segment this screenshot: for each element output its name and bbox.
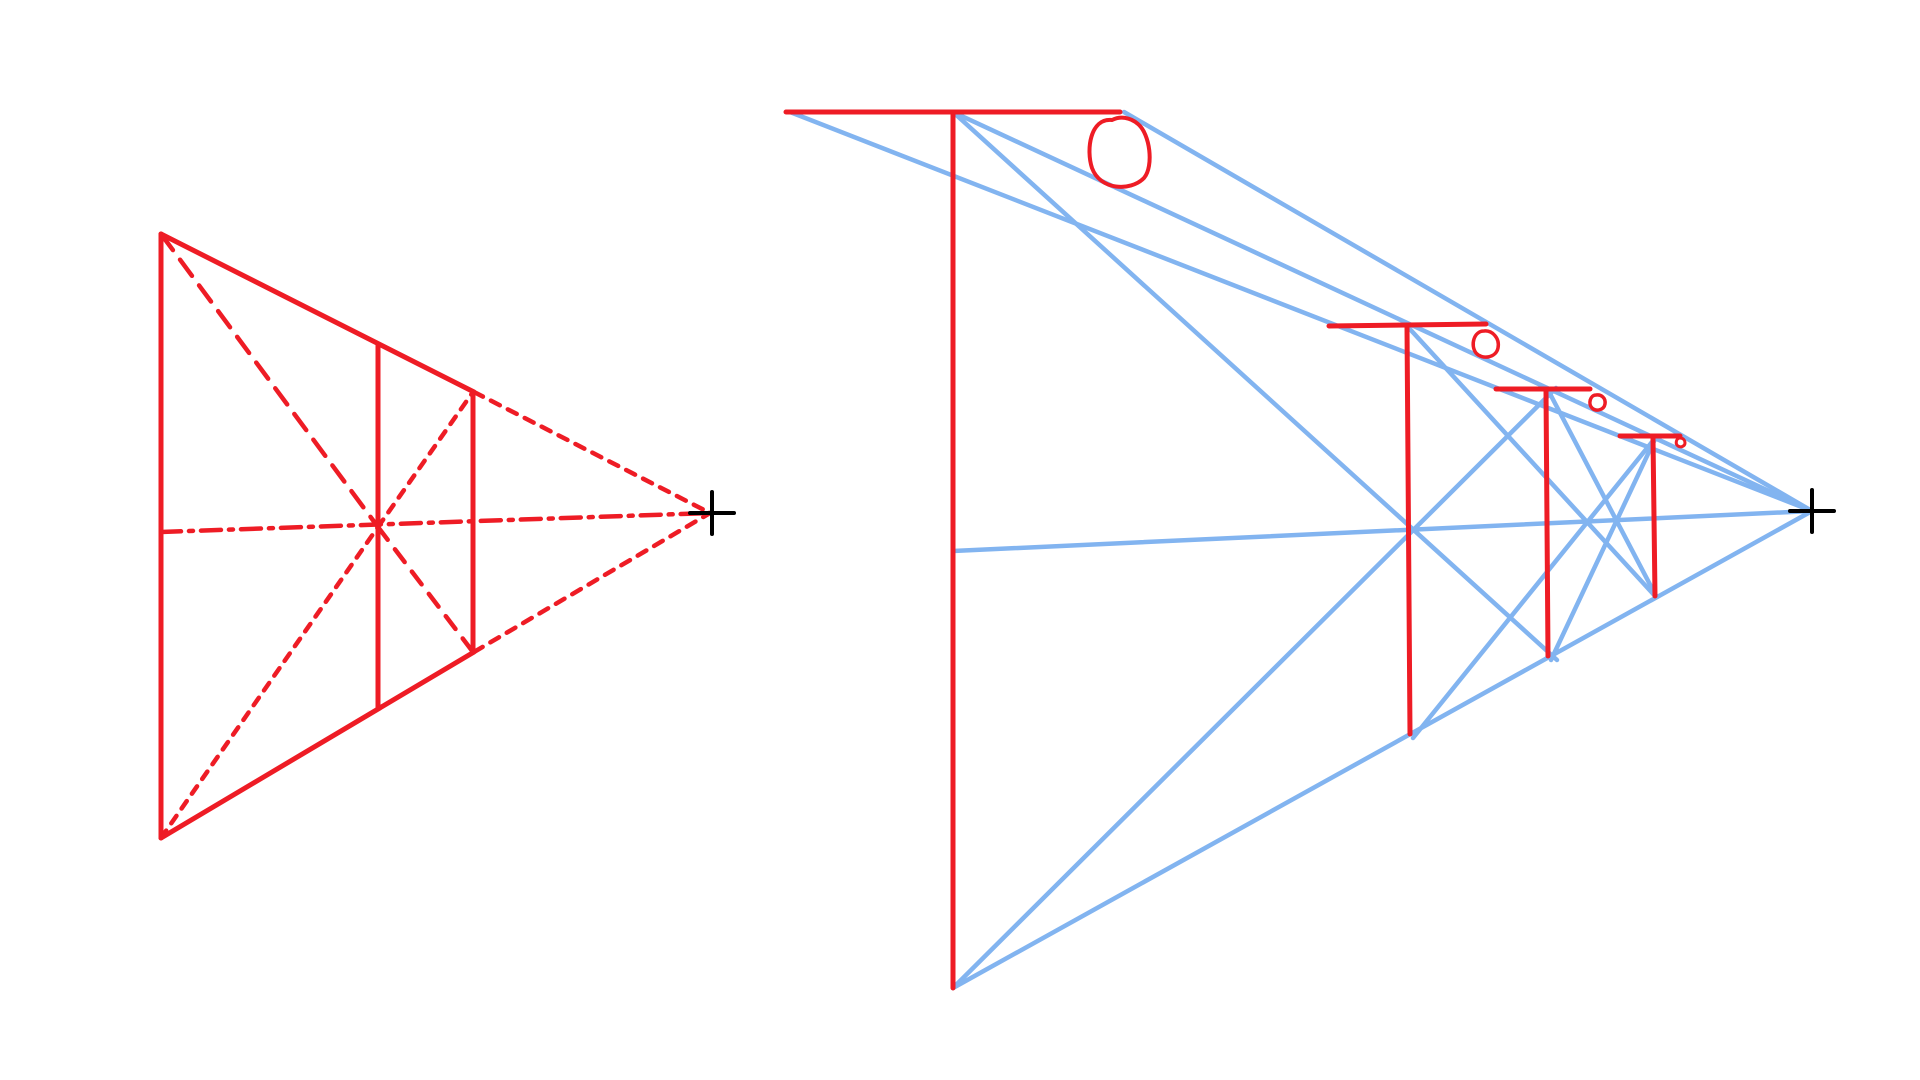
- pole-2-circle: [1471, 329, 1501, 359]
- guide-diagonal-2-down: [1405, 324, 1658, 599]
- guide-middle-to-vp: [950, 508, 1815, 554]
- guide-diagonal-2-up: [1410, 434, 1659, 741]
- bottom-extension: [471, 510, 713, 655]
- top-extension: [471, 389, 713, 516]
- guide-diagonal-3-down: [1544, 385, 1659, 599]
- guide-pole-top-to-vp: [950, 109, 1815, 514]
- pole-4-circle: [1674, 436, 1687, 449]
- guide-crossbar-left-to-vp: [787, 109, 1815, 514]
- pole-4: [1650, 435, 1658, 599]
- top-converging-edge: [158, 231, 477, 395]
- right-guide-lines: [787, 109, 1815, 991]
- diagonal-to-far-top: [375, 389, 476, 530]
- right-vanishing-point-marker: [1788, 488, 1836, 534]
- center-line: [158, 510, 713, 535]
- left-figure: [158, 231, 713, 841]
- diagonal-top-left: [158, 231, 381, 530]
- near-pole-circle: [1087, 115, 1152, 189]
- bottom-converging-edge: [158, 649, 477, 841]
- guide-diagonal-3-up: [1548, 434, 1659, 663]
- guide-crossbar-right-to-vp: [1121, 109, 1815, 514]
- guide-pole-bottom-to-vp: [950, 508, 1815, 991]
- diagonal-bottom-left: [158, 524, 381, 841]
- pole-3: [1543, 387, 1551, 659]
- diagonal-to-far-bottom: [375, 524, 476, 655]
- pole-2-crossbar: [1326, 321, 1489, 329]
- guide-diagonal-1-up: [950, 385, 1559, 991]
- pole-3-circle: [1588, 393, 1607, 412]
- right-poles: [783, 109, 1687, 991]
- left-vanishing-point-marker: [688, 490, 736, 536]
- pole-2: [1404, 323, 1413, 737]
- guide-diagonal-1-down: [950, 109, 1560, 663]
